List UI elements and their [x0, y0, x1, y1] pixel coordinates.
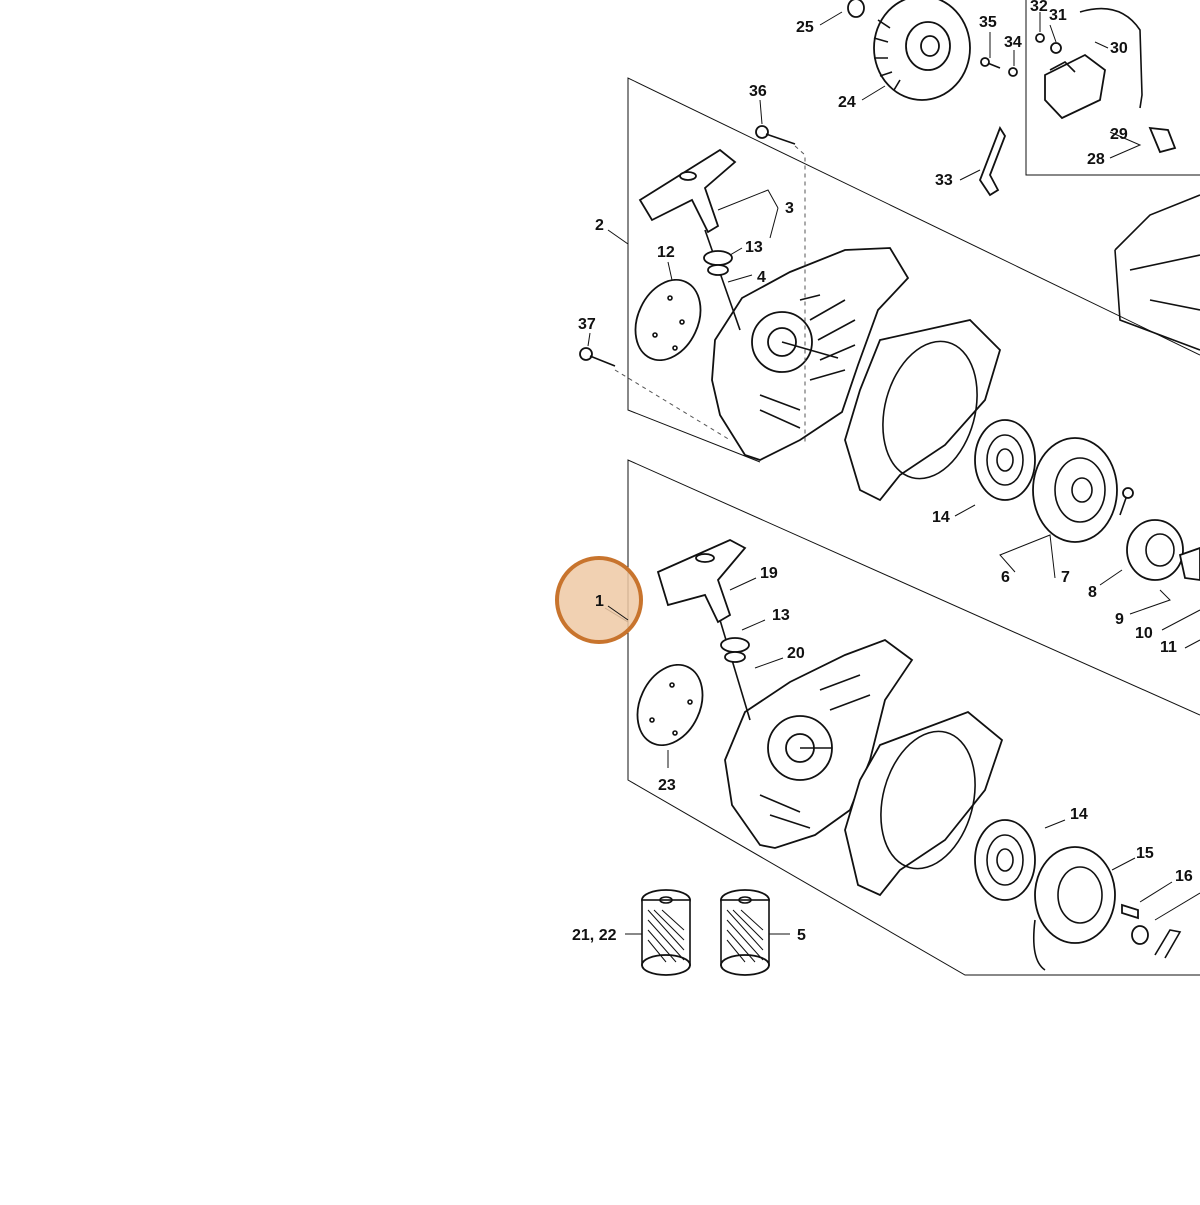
rope-rotor-upper-part	[1032, 437, 1118, 543]
label-31[interactable]: 31	[1049, 7, 1067, 24]
grommet-upper-part	[703, 250, 733, 276]
pawl-carrier-part	[1126, 519, 1184, 581]
label-2[interactable]: 2	[595, 217, 604, 234]
cover-plate-12-part	[634, 278, 702, 362]
ignition-module-part	[1044, 7, 1143, 120]
nut-part	[847, 0, 865, 18]
fan-shroud-lower-part	[844, 710, 1004, 897]
label-3[interactable]: 3	[785, 200, 794, 217]
label-10[interactable]: 10	[1135, 625, 1153, 642]
flywheel-part	[873, 0, 971, 101]
label-32[interactable]: 32	[1030, 0, 1048, 15]
ignition-inset-box	[1025, 0, 1200, 176]
label-37[interactable]: 37	[578, 316, 596, 333]
starter-handle-lower-part	[656, 538, 751, 721]
screw-8-part	[1119, 487, 1134, 516]
lower-assembly-frame	[627, 459, 1200, 976]
label-16[interactable]: 16	[1175, 868, 1193, 885]
label-21-22[interactable]: 21, 22	[572, 927, 617, 944]
label-24[interactable]: 24	[838, 94, 856, 111]
leader-lines	[587, 11, 1200, 935]
label-4[interactable]: 4	[757, 269, 766, 286]
starter-handle-upper-part	[638, 148, 741, 331]
label-30[interactable]: 30	[1110, 40, 1128, 57]
label-14-lower[interactable]: 14	[1070, 806, 1088, 823]
screw-31-32-part	[1035, 33, 1062, 54]
label-36[interactable]: 36	[749, 83, 767, 100]
label-20[interactable]: 20	[787, 645, 805, 662]
engine-housing-part	[1114, 194, 1200, 351]
fan-shroud-upper-part	[844, 319, 1002, 502]
pawl-part	[1178, 547, 1200, 581]
label-6[interactable]: 6	[1001, 569, 1010, 586]
rope-spool-21-22-part	[641, 889, 691, 976]
label-13-lower[interactable]: 13	[772, 607, 790, 624]
spring-clip-part	[1154, 929, 1182, 959]
label-28[interactable]: 28	[1087, 151, 1105, 168]
rewind-spring-lower-part	[974, 819, 1036, 901]
label-5[interactable]: 5	[797, 927, 806, 944]
label-13-upper[interactable]: 13	[745, 239, 763, 256]
label-1[interactable]: 1	[595, 593, 604, 610]
rewind-spring-upper-part	[974, 419, 1036, 501]
grommet-lower-part	[720, 637, 750, 663]
fan-housing-lower-part	[724, 638, 914, 849]
label-7[interactable]: 7	[1061, 569, 1070, 586]
rope-rotor-lower-part	[1032, 846, 1116, 971]
bracket-33-part	[978, 125, 1007, 197]
rope-spool-5-part	[720, 889, 770, 976]
label-9[interactable]: 9	[1115, 611, 1124, 628]
label-33[interactable]: 33	[935, 172, 953, 189]
label-23[interactable]: 23	[658, 777, 676, 794]
fan-housing-upper-part	[711, 247, 910, 461]
label-29[interactable]: 29	[1110, 126, 1128, 143]
label-15[interactable]: 15	[1136, 845, 1154, 862]
screw-36-part	[755, 125, 806, 445]
label-12[interactable]: 12	[657, 244, 675, 261]
highlight-marker[interactable]	[555, 556, 643, 644]
label-34[interactable]: 34	[1004, 34, 1022, 51]
spark-plug-boot-part	[1148, 126, 1177, 154]
washer-part	[1131, 925, 1149, 945]
label-35[interactable]: 35	[979, 14, 997, 31]
label-19[interactable]: 19	[760, 565, 778, 582]
pin-16-part	[1121, 903, 1139, 920]
callout-labels: 1 2 3 4 5 6 7 8 9 10 11 12 13 13 14 14 1…	[572, 0, 1193, 944]
screw-35-part	[980, 57, 1001, 69]
label-8[interactable]: 8	[1088, 584, 1097, 601]
washer-34-part	[1008, 67, 1018, 77]
label-11[interactable]: 11	[1160, 639, 1177, 656]
screw-37-part	[579, 347, 731, 441]
cover-plate-23-part	[636, 663, 704, 747]
label-25[interactable]: 25	[796, 19, 814, 36]
label-14-upper[interactable]: 14	[932, 509, 950, 526]
